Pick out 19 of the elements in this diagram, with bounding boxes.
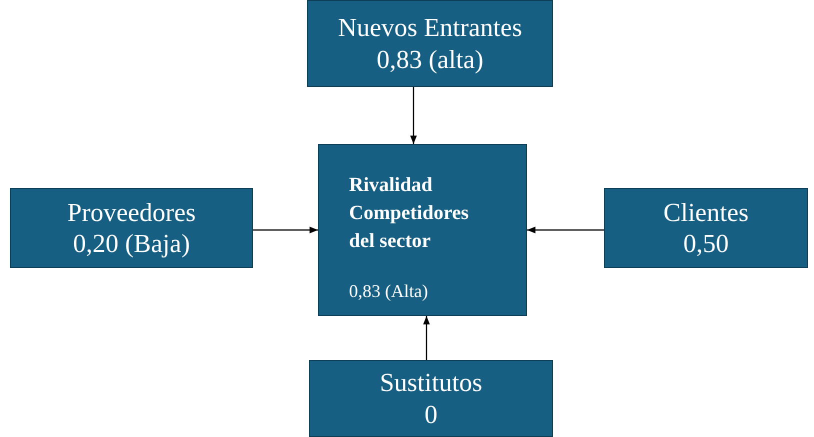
process-box [604, 188, 808, 268]
node-value: 0,83 (Alta) [349, 281, 428, 303]
process-box [318, 144, 527, 316]
process-box [10, 188, 253, 268]
arrow [253, 226, 318, 234]
node-title: Nuevos Entrantes [338, 12, 522, 44]
node-title: Rivalidad Competidores del sector [349, 173, 470, 254]
process-box [307, 0, 553, 87]
process-box [309, 360, 553, 437]
arrow [527, 226, 604, 234]
node-title: Clientes [663, 196, 749, 228]
arrow [410, 87, 417, 144]
node-value: 0 [424, 398, 438, 430]
node-value: 0,83 (alta) [376, 44, 484, 75]
node-title: Proveedores [67, 196, 196, 228]
node-title: Sustitutos [380, 367, 482, 398]
node-value: 0,50 [683, 228, 729, 260]
arrow [423, 316, 430, 360]
node-value: 0,20 (Baja) [73, 228, 190, 260]
